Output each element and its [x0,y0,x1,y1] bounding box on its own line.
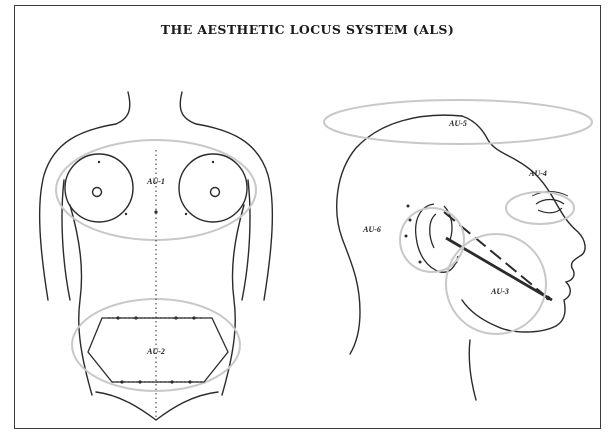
label-au-2: AU-2 [146,347,165,356]
label-au-3: AU-3 [490,287,509,296]
eye [532,192,568,213]
label-au-1: AU-1 [146,177,165,186]
head-figure [337,115,585,400]
label-au-6: AU-6 [362,225,381,234]
label-au-4: AU-4 [528,169,547,178]
label-au-5: AU-5 [448,119,467,128]
